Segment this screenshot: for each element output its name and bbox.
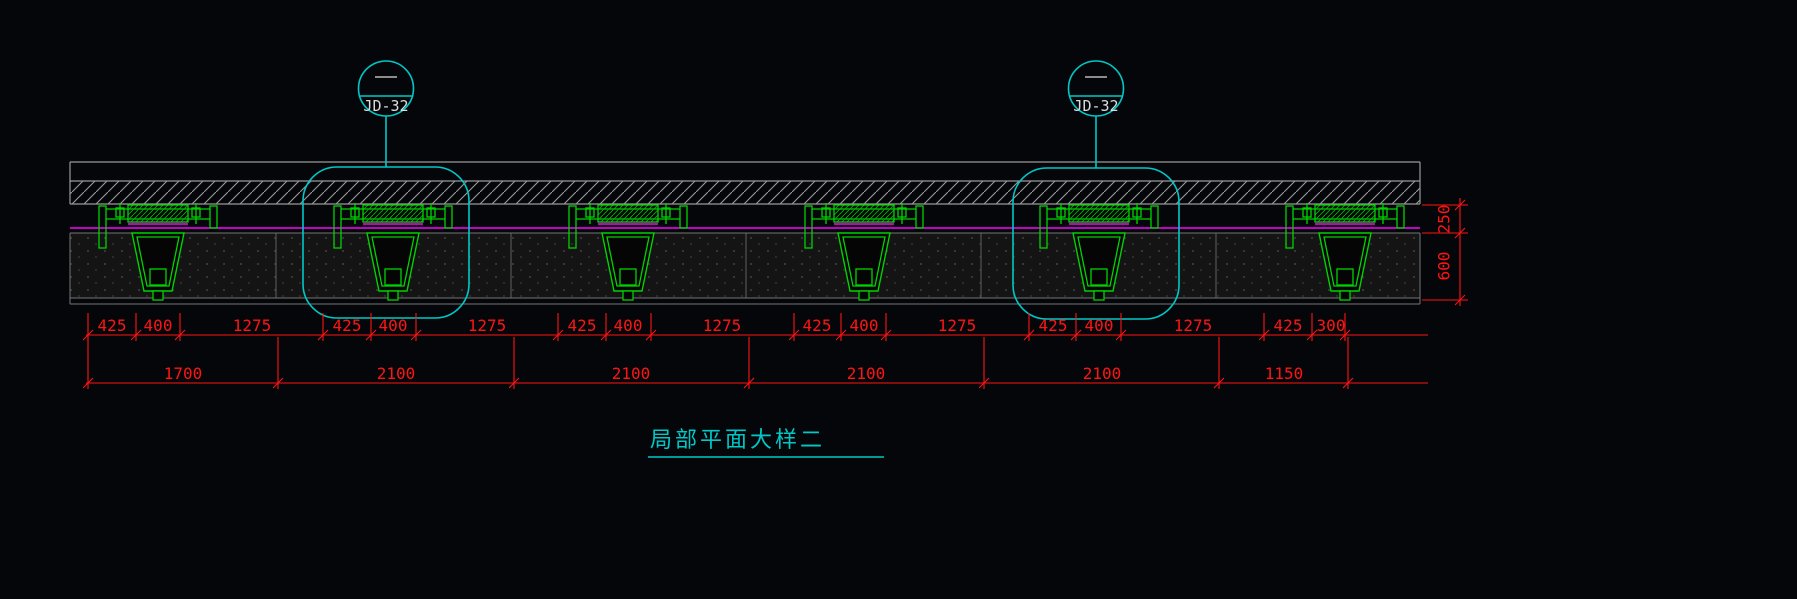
callout-label-2: JD-32 (1073, 97, 1118, 115)
dim-label: 1150 (1265, 364, 1304, 383)
slab-band-borders (69, 162, 1421, 205)
dim-label-vertical: 600 (1435, 252, 1454, 281)
dim-label: 2100 (612, 364, 651, 383)
panel-joints (275, 233, 1217, 298)
dim-label: 400 (379, 316, 408, 335)
dim-labels-row2: 1700 2100 2100 2100 2100 1150 (164, 364, 1304, 383)
dim-label: 2100 (847, 364, 886, 383)
dim-label: 425 (568, 316, 597, 335)
dim-extensions-row2 (87, 337, 1349, 389)
callout-bubble-2 (1067, 60, 1125, 117)
dim-label: 425 (803, 316, 832, 335)
dim-ticks-row1 (82, 329, 1351, 341)
dim-label: 1275 (1174, 316, 1213, 335)
panel-strip (70, 233, 1420, 298)
dim-label: 400 (1085, 316, 1114, 335)
dim-label: 1275 (233, 316, 272, 335)
dim-label: 400 (614, 316, 643, 335)
dim-label: 300 (1317, 316, 1346, 335)
dim-label: 400 (850, 316, 879, 335)
dim-ticks-right (1454, 199, 1466, 306)
dim-extensions-row1 (87, 313, 1346, 341)
callout-label-1: JD-32 (363, 97, 408, 115)
dim-label: 425 (1039, 316, 1068, 335)
dim-label: 2100 (1083, 364, 1122, 383)
dim-label-vertical: 250 (1435, 205, 1454, 234)
panel-borders (69, 232, 1421, 305)
dim-label: 1700 (164, 364, 203, 383)
dim-label: 1275 (468, 316, 507, 335)
dim-label: 425 (1274, 316, 1303, 335)
dim-label: 1275 (703, 316, 742, 335)
dim-labels-row1: 425 400 1275 425 400 1275 425 400 1275 4… (98, 316, 1346, 335)
drawing-title: 局部平面大样二 (650, 428, 825, 453)
dim-label: 1275 (938, 316, 977, 335)
dim-ticks-row2 (82, 377, 1354, 389)
callout-bubble-1 (357, 60, 415, 117)
dim-label: 425 (333, 316, 362, 335)
dim-label: 425 (98, 316, 127, 335)
dim-label: 400 (144, 316, 173, 335)
dim-label: 2100 (377, 364, 416, 383)
slab-hatch-band (70, 181, 1420, 204)
